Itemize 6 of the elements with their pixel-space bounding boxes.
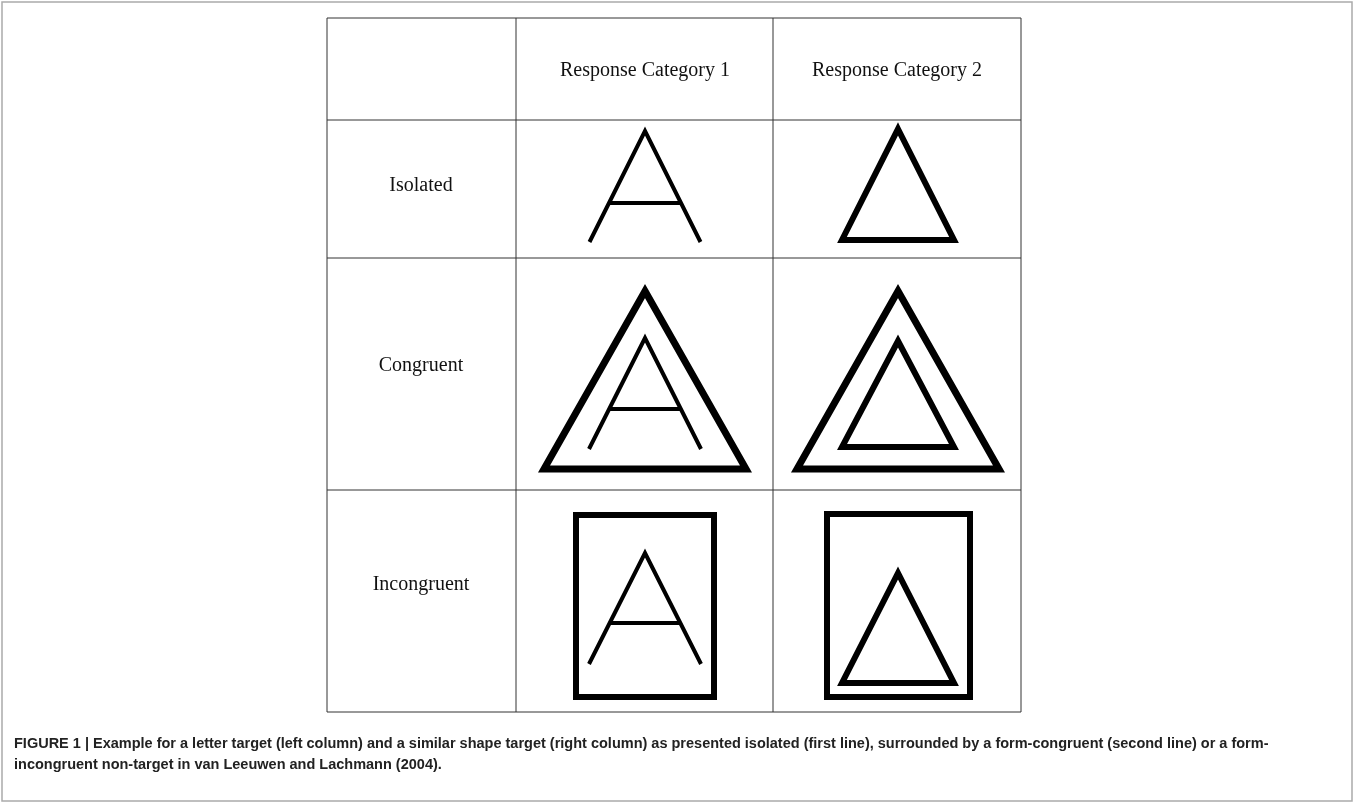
- row-label: Isolated: [389, 172, 453, 196]
- column-header: Response Category 2: [812, 57, 982, 81]
- figure-caption: FIGURE 1 | Example for a letter target (left column) and a similar shape target (right column) as presented isolated (first line), surrounded by a form-congruent (second line) or a form-incongruent non-target in van Leeuwen and Lachmann (2004).: [14, 734, 1270, 774]
- row-label: Incongruent: [372, 571, 470, 595]
- row-label: Congruent: [378, 352, 464, 376]
- column-header: Response Category 1: [560, 57, 730, 81]
